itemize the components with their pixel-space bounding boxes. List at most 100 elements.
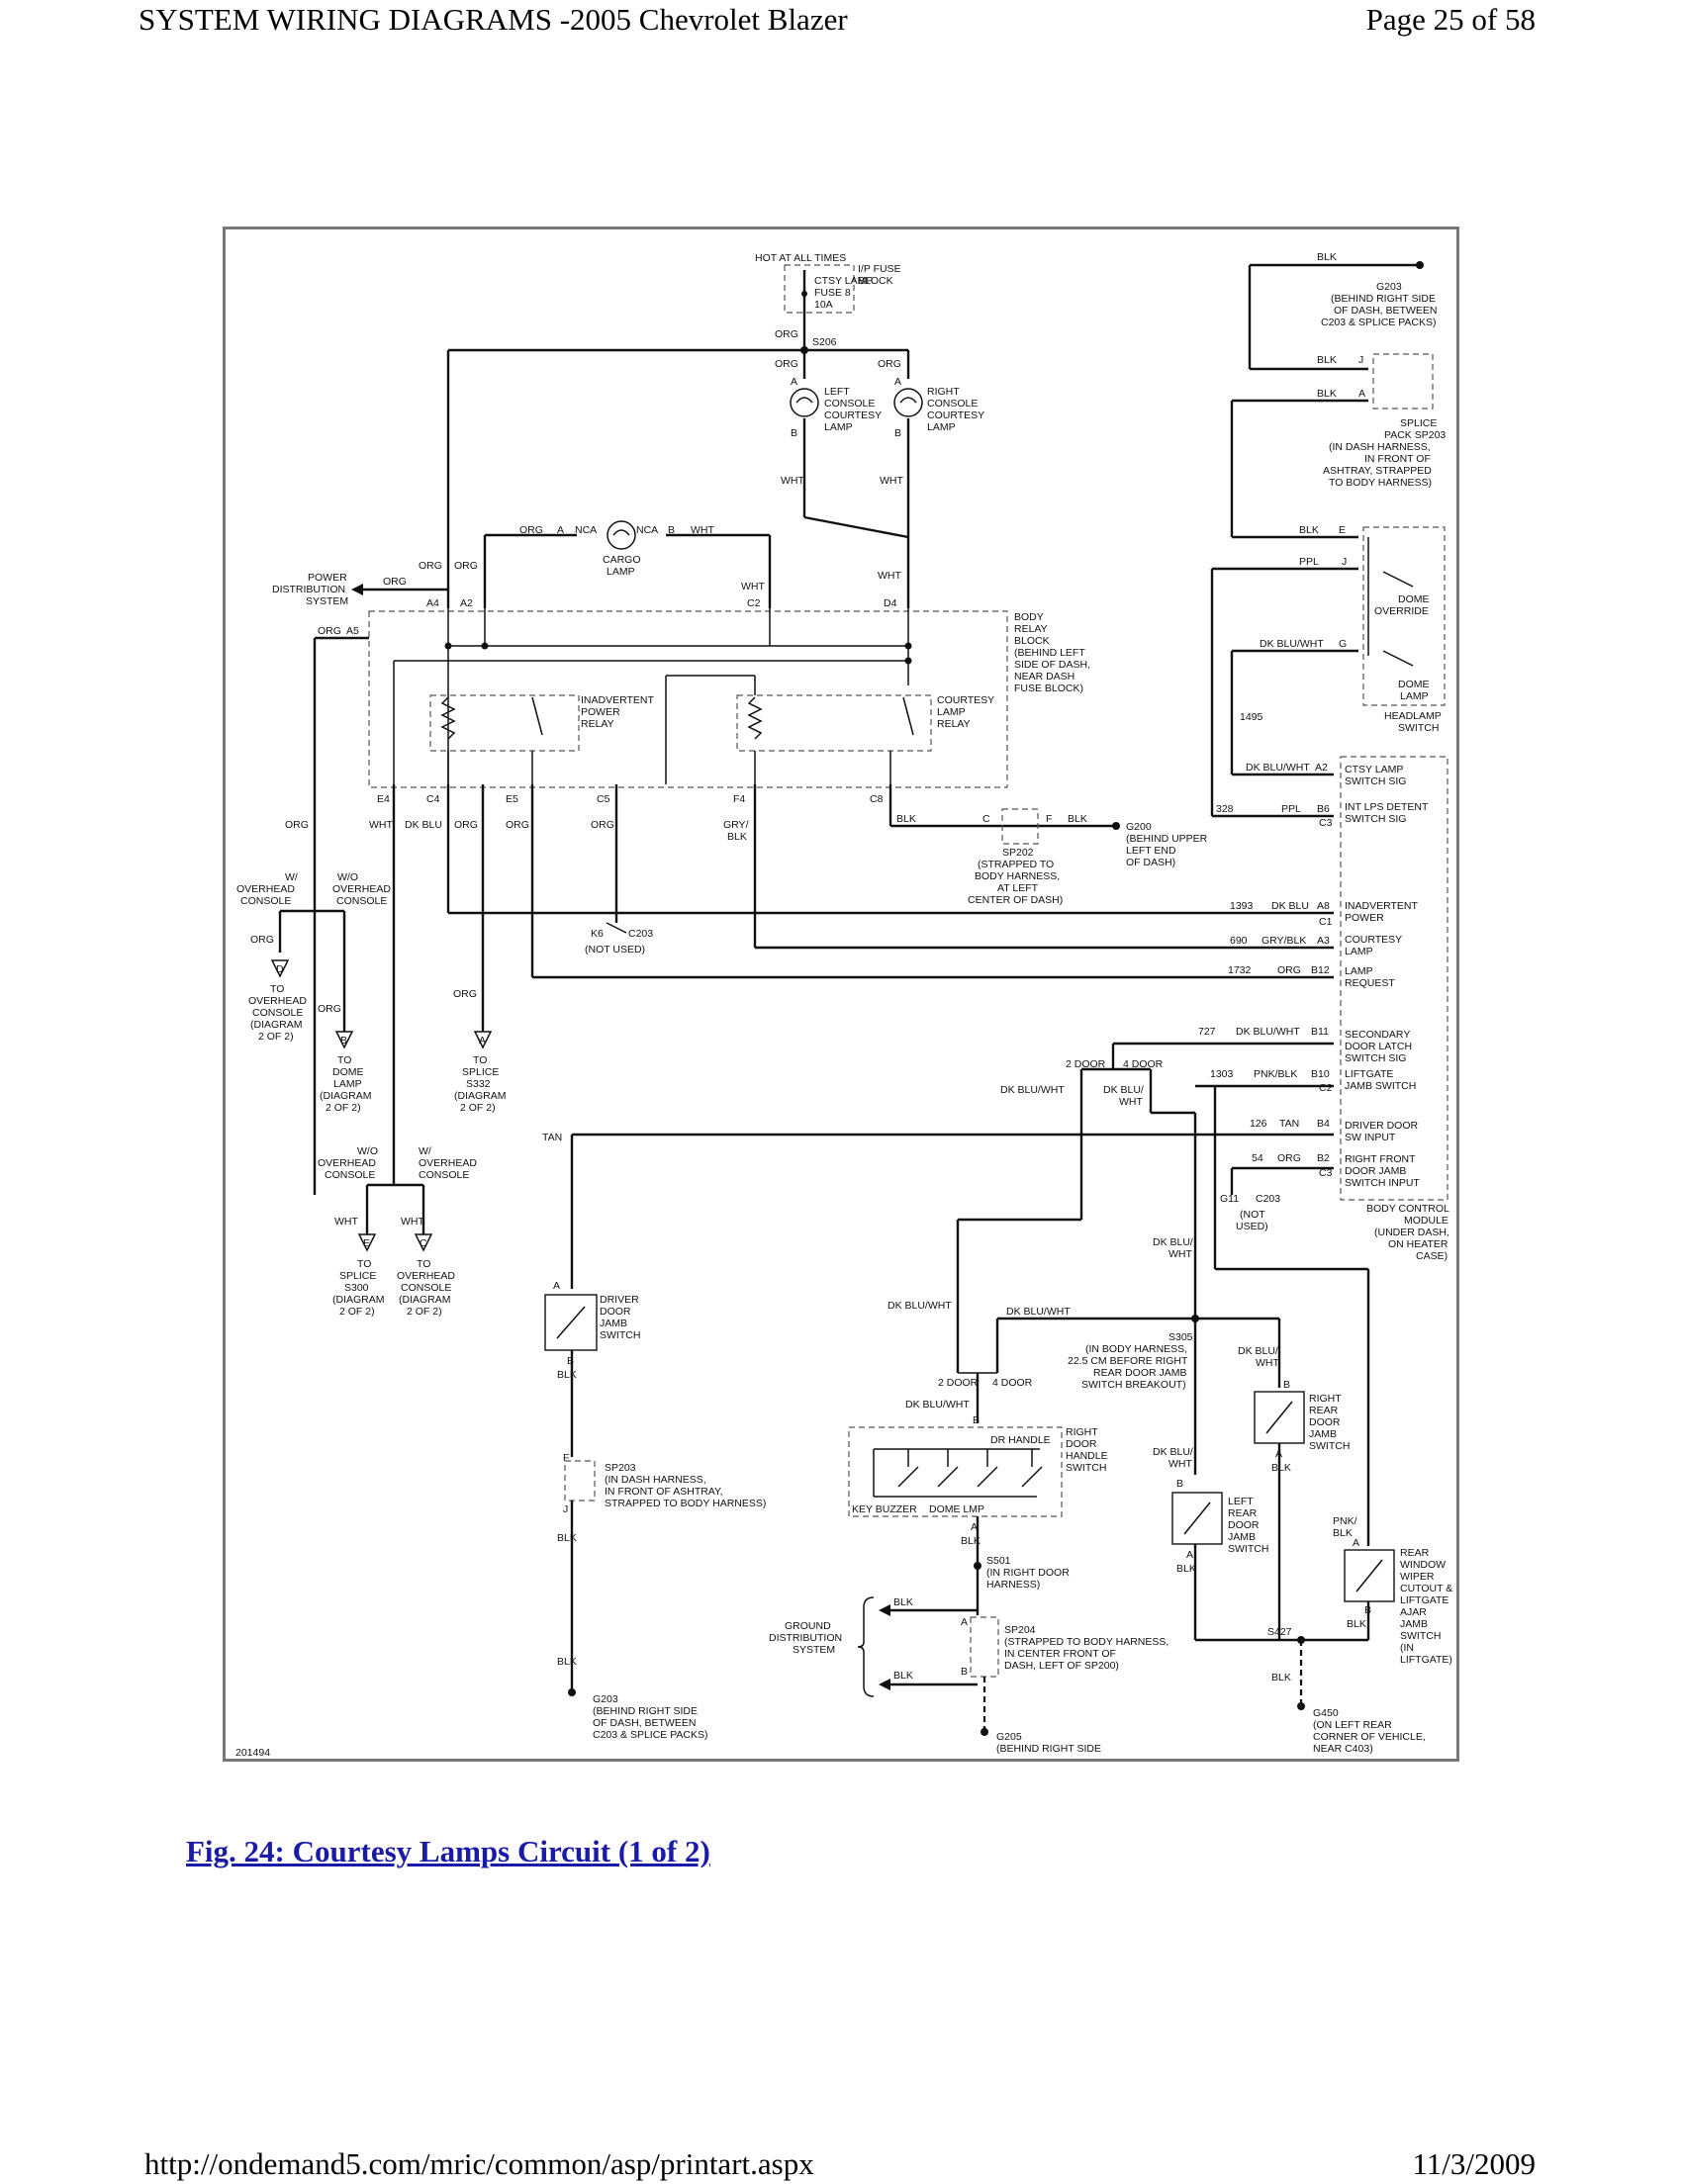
wiper-switch-label-8: SWITCH [1400,1630,1441,1642]
figure-id: 201494 [235,1747,270,1759]
driver-door-switch-label-2: DOOR [600,1306,631,1318]
g200-desc-1: (BEHIND UPPER [1126,833,1208,845]
switch-contact [1355,1559,1383,1592]
wire-color-blk: BLK [1299,524,1319,536]
footer-date: 11/3/2009 [1412,2146,1536,2181]
wiper-switch-label-1: REAR [1400,1547,1430,1559]
ground-g450-symbol [1297,1702,1305,1710]
wire-color-blk: BLK [896,813,916,825]
g200-desc-2: LEFT END [1126,845,1176,857]
junction-dot [904,642,912,650]
console-wo-label-2: OVERHEAD [318,1157,376,1169]
pin-a3: A3 [1317,935,1330,947]
wire-color-org: ORG [506,819,529,831]
s501-desc-1: (IN RIGHT DOOR [986,1567,1070,1579]
pin-b11: B11 [1311,1026,1329,1038]
wire-color-blk: BLK [1317,354,1337,366]
bcm-a3-label-1: COURTESY [1345,934,1402,946]
pin-c4: C4 [426,793,440,805]
relay-contact [531,696,543,736]
pin-b: B [567,1355,574,1367]
bcm-a3-label-2: LAMP [1345,946,1373,957]
pin-g: G [1339,638,1347,650]
body-control-module-outline [1340,756,1448,1201]
inadvertent-relay-label-3: RELAY [581,718,614,730]
wire-color-tan: TAN [1279,1118,1299,1130]
wire-color-org: ORG [318,625,341,637]
to-splice-a-5: 2 OF 2) [460,1102,496,1114]
dome-lmp-label: DOME LMP [929,1503,984,1515]
to-splice-a-3: S332 [466,1078,491,1090]
arrow-ground-lower [879,1679,890,1690]
console-wo-label-1: W/O [357,1145,378,1157]
wire-color-dkblu: DK BLU/ [1238,1345,1278,1357]
circuit-number: 727 [1198,1026,1216,1038]
body-relay-block-outline [368,610,1008,788]
fuse-block-label-2: BLOCK [858,275,893,287]
sp202-desc-2: BODY HARNESS, [975,870,1060,882]
wire-color-blk: BLK [1317,388,1337,400]
to-splice-e-1: TO [357,1258,371,1270]
two-door-label: 2 DOOR [1066,1058,1106,1070]
body-relay-block-label: SIDE OF DASH, [1014,659,1090,671]
connector-d-arrow [270,959,290,978]
sp204-label: SP204 [1004,1624,1036,1636]
pin-a: A [1353,1537,1359,1549]
pin-a: A [894,376,901,388]
sp204-desc-2: IN CENTER FRONT OF [1004,1648,1116,1660]
courtesy-relay-label-3: RELAY [937,718,971,730]
sp204-outline [970,1616,999,1678]
dr-handle-label: DR HANDLE [990,1434,1051,1446]
wire-color-blk: BLK [893,1670,913,1682]
figure-caption-link[interactable]: Fig. 24: Courtesy Lamps Circuit (1 of 2) [186,1834,710,1868]
wire-color-pnk: PNK/ [1333,1515,1357,1527]
page-number: Page 25 of 58 [1365,2,1536,37]
splice-s206-label: S206 [812,336,837,348]
footer-url: http://ondemand5.com/mric/common/asp/pri… [144,2146,814,2181]
to-splice-a-1: TO [473,1054,487,1066]
wiring-diagram-figure: HOT AT ALL TIMES CTSY LAMP FUSE 8 10A I/… [223,227,1459,1762]
handle-switch-label-2: DOOR [1066,1438,1097,1450]
console-wo-label-3: CONSOLE [336,895,387,907]
wire-color-blk: BLK [1271,1462,1291,1474]
wiring-diagram: HOT AT ALL TIMES CTSY LAMP FUSE 8 10A I/… [235,251,1452,1759]
wire-color-dkbluwht: DK BLU/WHT [1246,762,1310,774]
connector-b-arrow [334,1031,354,1049]
console-w-label-3: CONSOLE [419,1169,469,1181]
right-lamp-label-1: RIGHT [927,386,960,398]
to-dome-b-2: DOME [332,1066,364,1078]
g450-label: G450 [1313,1707,1339,1719]
cargo-lamp-bulb [607,520,636,550]
bcm-b10-label-2: JAMB SWITCH [1345,1080,1416,1092]
inadvertent-relay-label-2: POWER [581,706,620,718]
courtesy-lamp-relay-box [736,694,932,752]
sp203-label-5: ASHTRAY, STRAPPED [1323,465,1432,477]
pin-a: A [1275,1448,1282,1460]
hot-at-all-times-label: HOT AT ALL TIMES [755,252,846,264]
console-w-label-3: CONSOLE [240,895,291,907]
wire-color-org: ORG [454,560,478,572]
sp203-label-4: IN FRONT OF [1364,453,1431,465]
to-splice-e-2: SPLICE [339,1270,376,1282]
ground-dist-label-2: DISTRIBUTION [769,1632,842,1644]
circuit-number: 690 [1230,935,1248,947]
g450-desc-3: NEAR C403) [1313,1743,1373,1755]
wiper-switch-label-4: CUTOUT & [1400,1583,1452,1594]
not-used-label-1: (NOT [1240,1209,1265,1221]
wire-color-org: ORG [775,328,798,340]
fuse-label-2: FUSE 8 [814,287,851,299]
to-splice-e-3: S300 [344,1282,369,1294]
console-w-label-2: OVERHEAD [419,1157,477,1169]
bcm-label-3: (UNDER DASH, [1374,1227,1449,1238]
wiper-switch-label-2: WINDOW [1400,1559,1446,1571]
right-console-lamp-bulb [893,388,923,417]
relay-coil [440,696,456,740]
relay-coil [747,696,763,740]
wire-color-tan: TAN [542,1132,562,1143]
bcm-label-5: CASE) [1416,1250,1448,1262]
wire-wht-join [803,515,909,539]
wire-color-dkbluwht: DK BLU/WHT [888,1300,952,1312]
wire-color-wht: WHT [781,475,804,487]
rr-switch-label-5: SWITCH [1309,1440,1350,1452]
wire-color-dkblu: DK BLU/ [1153,1236,1193,1248]
